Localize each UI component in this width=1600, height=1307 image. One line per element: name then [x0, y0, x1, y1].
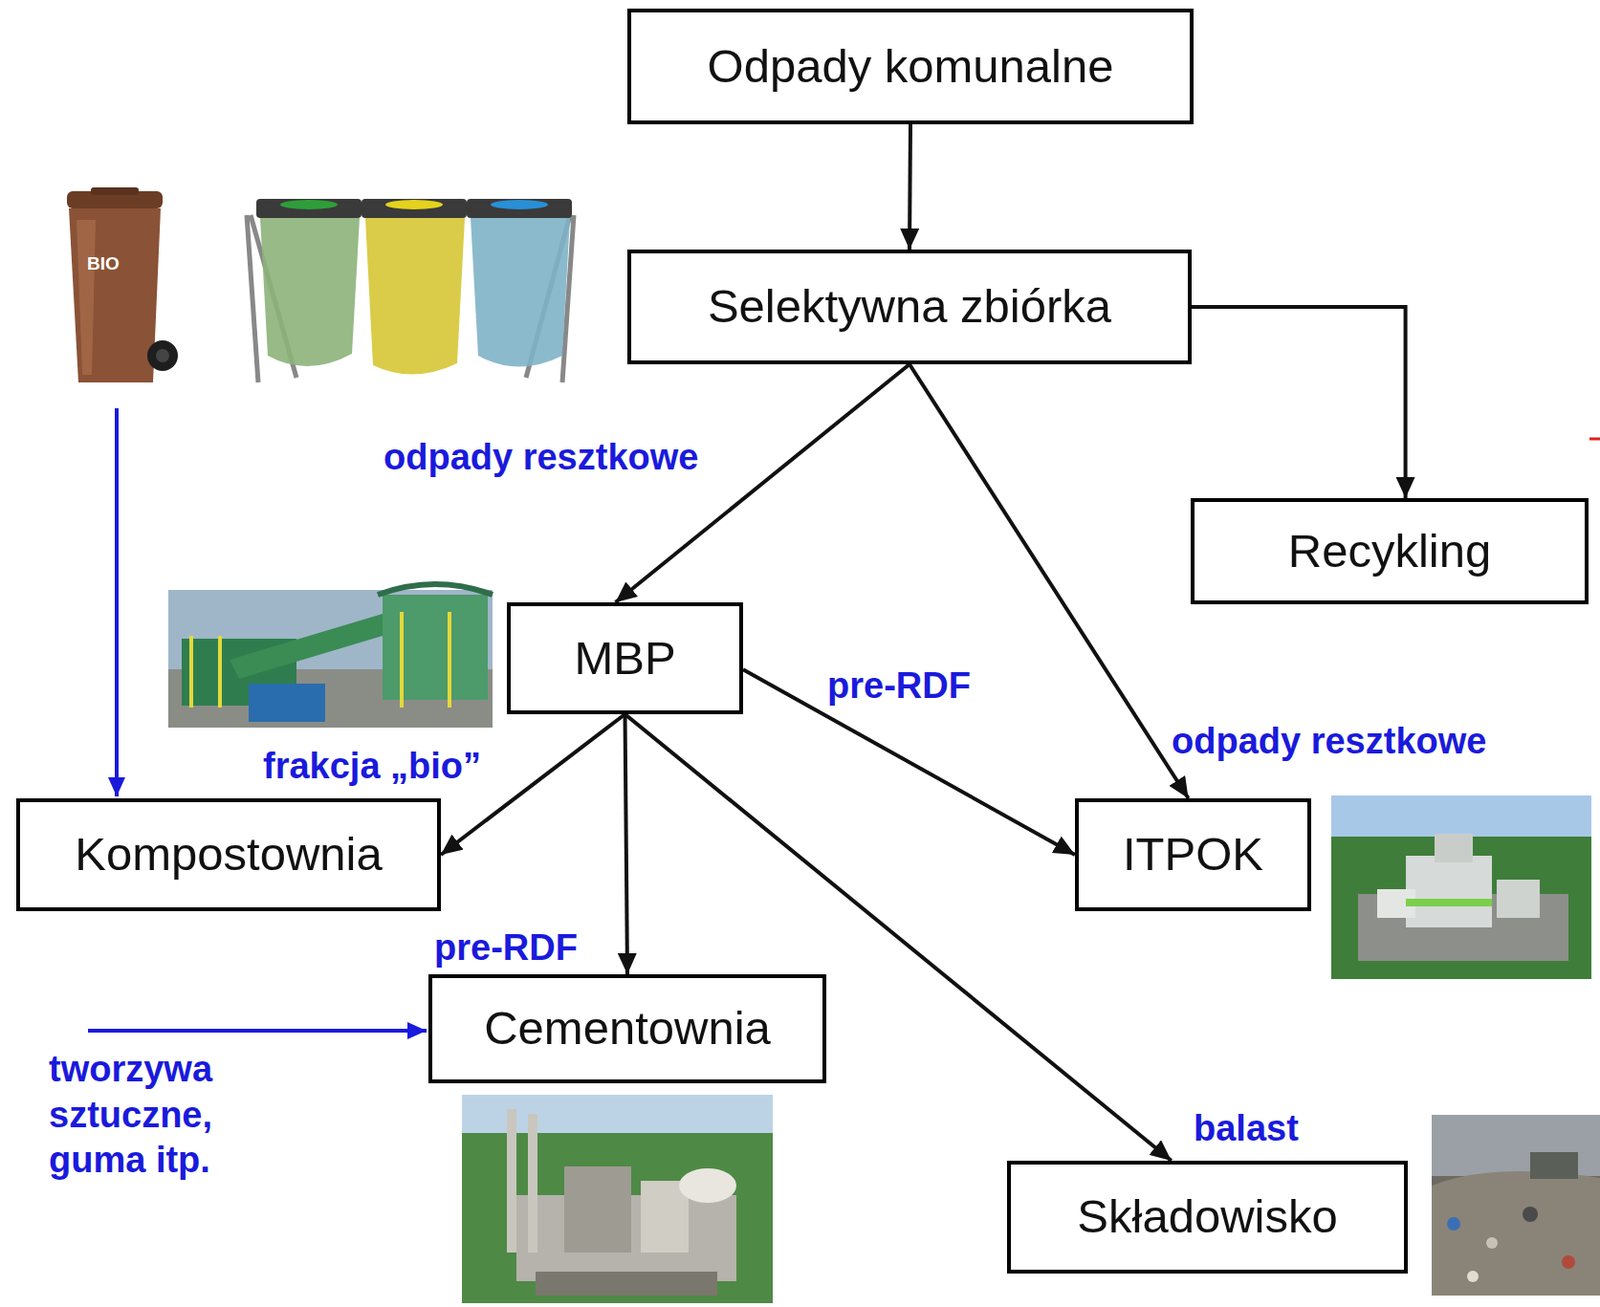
landfill-photo-part	[1522, 1206, 1538, 1223]
bag-stand-part	[260, 218, 360, 367]
cement-plant-photo-part	[506, 1109, 517, 1253]
cement-plant-photo-part	[461, 1095, 773, 1304]
bag-stand-part	[280, 199, 338, 210]
cement-plant-photo-part	[679, 1168, 737, 1204]
itpok-plant-photo-part	[1405, 855, 1492, 928]
facility-box: Kompostownia	[16, 798, 441, 912]
flow-arrow	[909, 124, 911, 250]
flow-label: odpady resztkowe	[380, 435, 702, 482]
bio-feed-line	[114, 408, 119, 797]
bag-stand-part	[361, 198, 467, 219]
process-box: Selektywna zbiórka	[627, 249, 1192, 365]
landfill-photo-part	[1467, 1271, 1479, 1283]
bin-label: BIO	[87, 254, 120, 273]
bio-bin-part	[76, 219, 96, 375]
process-box: MBP	[506, 602, 744, 715]
cement-plant-photo-part	[535, 1271, 718, 1296]
facility-box: Cementownia	[428, 974, 827, 1084]
landfill-photo-part	[1561, 1255, 1576, 1270]
landfill-photo-part	[1431, 1115, 1600, 1296]
facility-box: ITPOK	[1074, 798, 1312, 912]
flow-arrow	[909, 364, 1189, 799]
bio-bin-part	[147, 340, 178, 372]
flow-label: odpady resztkowe	[1168, 719, 1490, 766]
flow-label: balast	[1190, 1106, 1302, 1153]
cement-plant-photo	[461, 1095, 773, 1304]
itpok-plant-photo-part	[1434, 833, 1473, 863]
cement-plant-photo-part	[527, 1114, 538, 1253]
cement-plant-photo-part	[564, 1166, 632, 1253]
landfill-photo-part	[1530, 1152, 1579, 1180]
itpok-plant-photo-part	[1331, 795, 1592, 980]
flow-arrow	[615, 364, 910, 603]
bag-stand-part	[490, 199, 548, 210]
flow-label: frakcja „bio”	[260, 744, 484, 790]
box-label: MBP	[573, 633, 676, 685]
bio-bin-part	[68, 208, 161, 383]
mbp-plant-photo-part	[248, 683, 326, 723]
bag-stand-part	[470, 218, 570, 368]
facility-box: Składowisko	[1007, 1161, 1408, 1274]
landfill-photo-part	[1486, 1237, 1498, 1250]
process-box: Recykling	[1190, 498, 1589, 605]
source-box: Odpady komunalne	[627, 8, 1194, 125]
landfill-photo	[1431, 1115, 1600, 1296]
box-label: Odpady komunalne	[707, 41, 1115, 93]
bio-bin-part	[155, 349, 170, 363]
landfill-photo-part	[1446, 1217, 1461, 1231]
mbp-plant-photo-part	[377, 584, 493, 595]
box-label: Cementownia	[483, 1003, 771, 1055]
flow-arrow	[625, 714, 1172, 1162]
bio-bin-part	[90, 187, 139, 196]
box-label: Selektywna zbiórka	[707, 281, 1112, 333]
bag-stand	[246, 198, 574, 383]
input-note: tworzywa sztuczne, guma itp.	[45, 1047, 272, 1184]
mbp-plant-photo	[168, 584, 493, 728]
itpok-plant-photo	[1331, 795, 1592, 980]
mbp-plant-photo-part	[382, 594, 488, 701]
bio-bin	[66, 187, 178, 383]
flow-arrow	[625, 714, 629, 975]
red-mark	[1589, 438, 1600, 441]
flow-arrow	[1191, 306, 1406, 499]
bag-stand-part	[246, 215, 574, 383]
flow-label: pre-RDF	[431, 925, 581, 972]
mbp-plant-photo-part	[168, 590, 493, 728]
box-label: Kompostownia	[74, 829, 382, 881]
bag-stand-part	[385, 199, 443, 210]
box-label: Recykling	[1288, 526, 1491, 578]
landfill-photo-part	[1431, 1171, 1600, 1296]
bag-stand-part	[256, 198, 362, 219]
box-label: Składowisko	[1076, 1191, 1337, 1244]
itpok-plant-photo-part	[1405, 898, 1492, 907]
bag-stand-part	[466, 198, 572, 219]
bag-stand-part	[365, 218, 465, 375]
plastics-feed-line	[87, 1029, 427, 1033]
itpok-plant-photo-part	[1496, 879, 1540, 919]
flow-label: pre-RDF	[824, 663, 974, 710]
box-label: ITPOK	[1122, 829, 1264, 881]
